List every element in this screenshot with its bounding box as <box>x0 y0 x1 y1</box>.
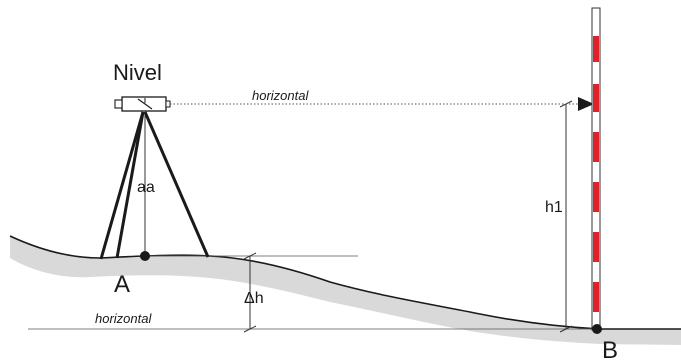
delta-h-tick-top <box>243 252 257 260</box>
arrow-head-icon <box>578 97 594 111</box>
h1-tick-bottom <box>559 325 573 333</box>
height-difference-label: Δh <box>244 290 264 307</box>
tripod-leg-left <box>99 111 145 260</box>
tripod-leg-right <box>143 111 210 258</box>
sight-line-label: horizontal <box>252 88 309 103</box>
point-a-marker <box>140 251 150 261</box>
tripod-leg-middle <box>115 111 145 259</box>
reading-label: h1 <box>545 199 563 216</box>
delta-h-tick-bottom <box>243 325 257 333</box>
instrument-height-label: aa <box>137 179 155 196</box>
leveling-staff <box>591 7 601 331</box>
point-a-label: A <box>114 271 130 298</box>
reference-line-label: horizontal <box>95 311 152 326</box>
point-b-marker <box>592 324 602 334</box>
level-instrument-icon <box>114 96 171 112</box>
ground-band <box>10 236 681 345</box>
instrument-label: Nivel <box>113 60 162 85</box>
point-b-label: B <box>602 337 618 361</box>
